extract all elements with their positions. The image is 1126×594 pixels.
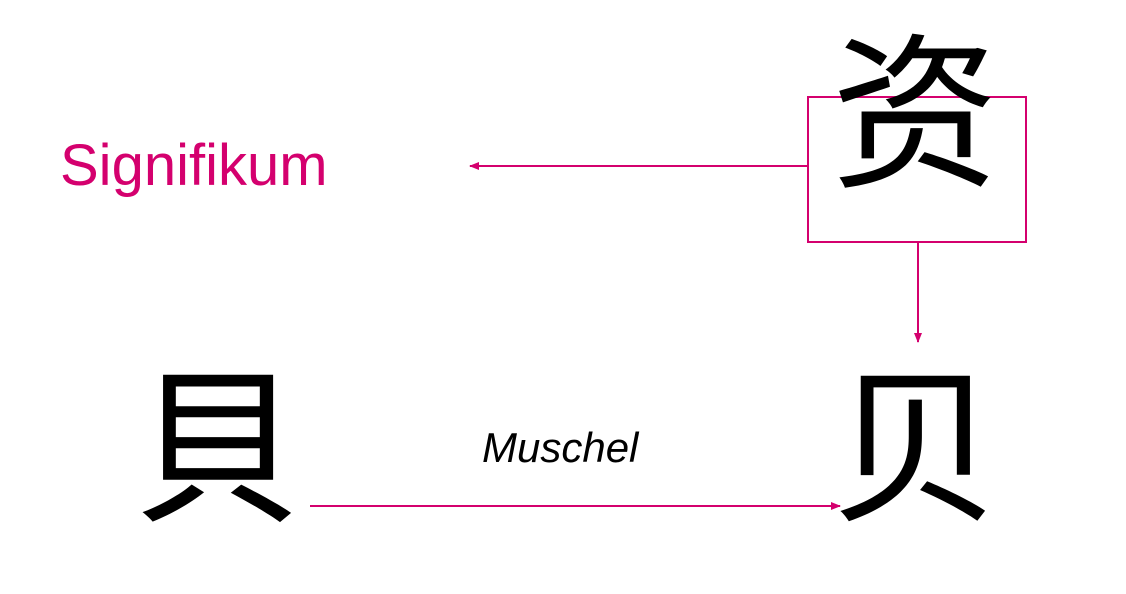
traditional-radical-character: 貝 (133, 352, 301, 548)
signifikum-label: Signifikum (60, 133, 328, 198)
simplified-radical-character: 贝 (831, 352, 999, 548)
compound-character: 资 (831, 18, 999, 214)
muschel-label: Muschel (482, 424, 639, 471)
